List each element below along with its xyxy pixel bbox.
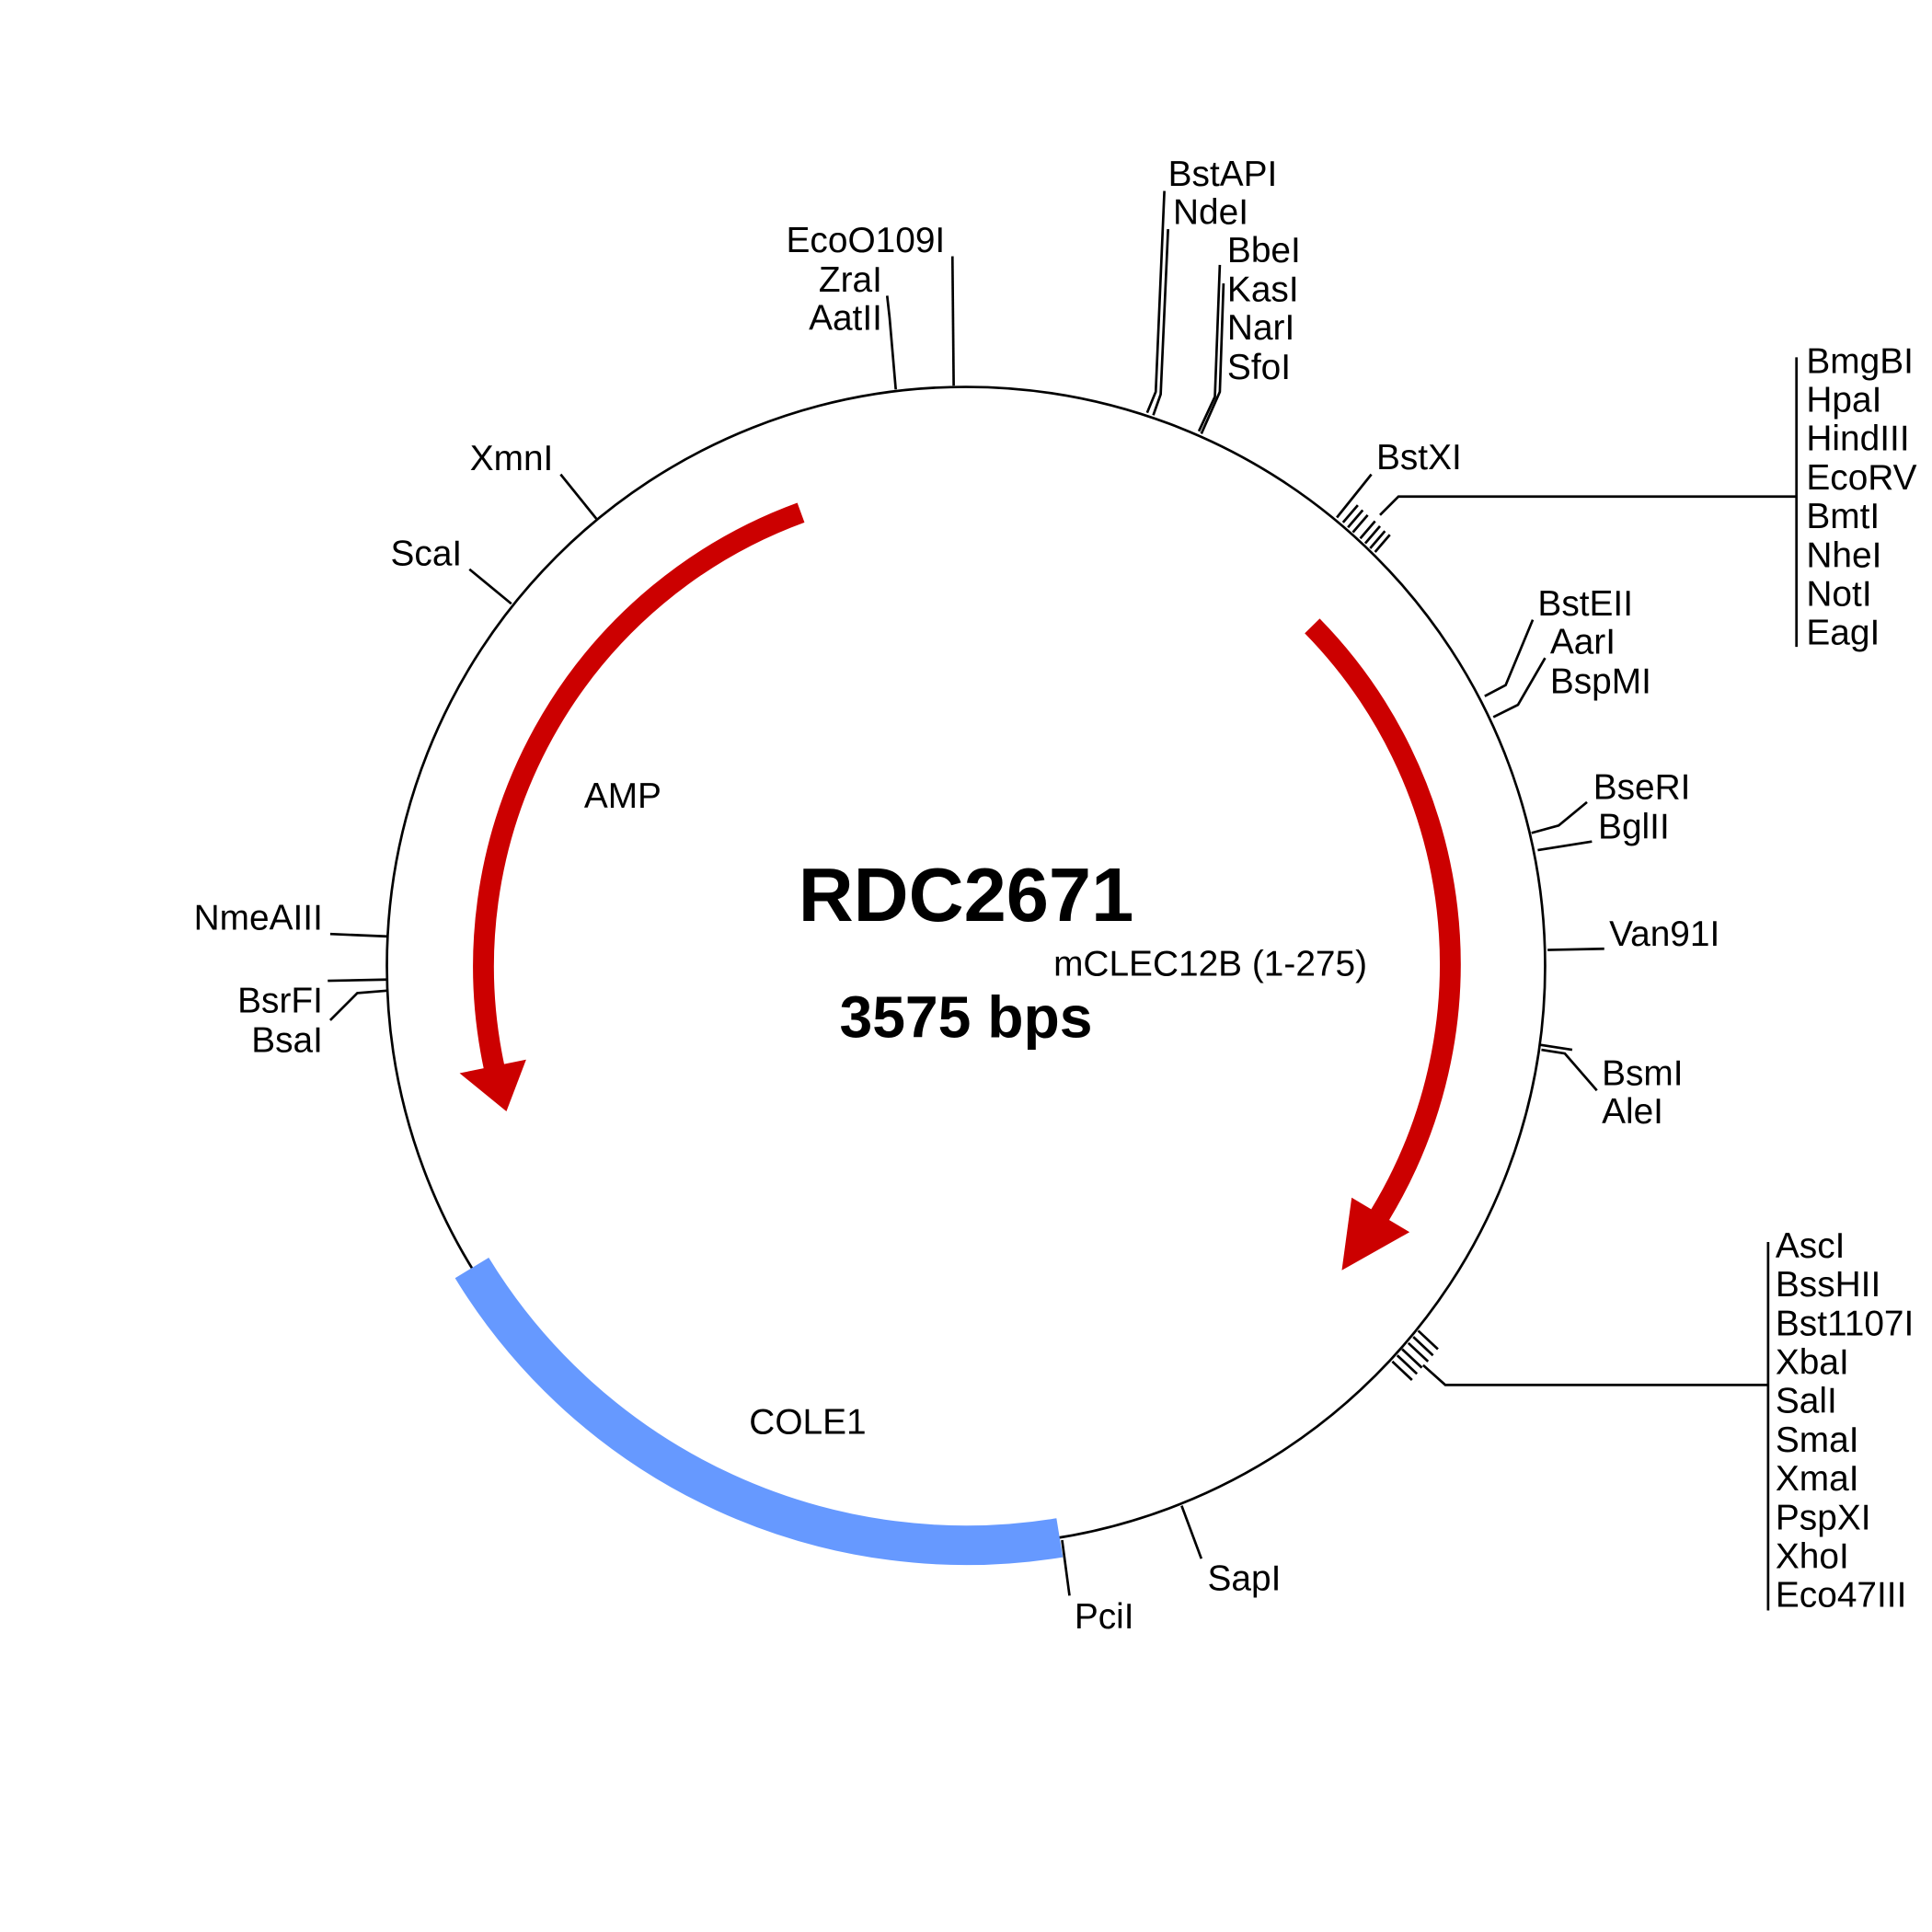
site-label-bstxi: BstXI (1376, 438, 1462, 477)
feature-mclec12b-arrow[interactable] (1305, 618, 1461, 1271)
feature-label-amp: AMP (584, 776, 661, 816)
site-label-bmti: BmtI (1806, 497, 1880, 536)
feature-label-mclec12b: mCLEC12B (1-275) (1053, 944, 1367, 983)
site-label-xmai: XmaI (1776, 1459, 1859, 1499)
site-label-sali: SalI (1776, 1382, 1837, 1421)
site-label-bstapi: BstAPI (1168, 155, 1278, 194)
site-label-smai: SmaI (1776, 1420, 1859, 1460)
site-label-bsrfi: BsrFI (237, 981, 323, 1020)
site-label-bbei: BbeI (1227, 231, 1301, 270)
site-label-xmni: XmnI (470, 439, 554, 478)
site-label-bglii: BglII (1598, 808, 1670, 847)
site-label-xhoi: XhoI (1776, 1536, 1849, 1576)
site-label-bst1107i: Bst1107I (1776, 1304, 1914, 1343)
site-label-aari: AarI (1550, 623, 1616, 662)
site-label-pcii: PciI (1075, 1597, 1134, 1637)
site-label-bsteii: BstEII (1537, 584, 1633, 624)
site-label-sfoi: SfoI (1227, 348, 1291, 387)
site-label-ndei: NdeI (1173, 192, 1248, 232)
site-label-hpai: HpaI (1806, 381, 1881, 420)
site-labels: EcoO109IZraIAatIIBstAPINdeIBbeIKasINarIS… (194, 155, 1917, 1637)
site-label-alei: AleI (1602, 1092, 1663, 1132)
site-label-nmeaiii: NmeAIII (194, 899, 323, 938)
site-label-scai: ScaI (391, 534, 463, 573)
site-label-bspmi: BspMI (1550, 662, 1651, 702)
site-label-noti: NotI (1806, 574, 1871, 614)
site-label-ecoo109i: EcoO109I (787, 221, 946, 260)
site-label-kasi: KasI (1227, 270, 1299, 310)
site-label-xbai: XbaI (1776, 1343, 1849, 1383)
site-label-nari: NarI (1227, 308, 1294, 348)
feature-amp-arrow[interactable] (459, 502, 805, 1112)
site-label-zrai: ZraI (819, 260, 882, 300)
site-label-ecorv: EcoRV (1806, 458, 1916, 498)
site-label-pspxi: PspXI (1776, 1498, 1871, 1537)
site-leader-lines (328, 190, 1799, 1611)
site-label-nhei: NheI (1806, 535, 1881, 575)
site-label-eagi: EagI (1806, 614, 1880, 653)
feature-label-cole1: COLE1 (749, 1402, 866, 1442)
site-label-bsshii: BssHII (1776, 1265, 1880, 1305)
site-label-asci: AscI (1776, 1226, 1846, 1266)
plasmid-name: RDC2671 (799, 852, 1134, 937)
site-label-bseri: BseRI (1593, 768, 1691, 808)
site-label-hindiii: HindIII (1806, 420, 1909, 459)
site-label-bsmi: BsmI (1602, 1053, 1683, 1093)
site-label-eco47iii: Eco47III (1776, 1576, 1906, 1616)
site-label-bmgbi: BmgBI (1806, 341, 1914, 381)
site-label-aatii: AatII (809, 298, 882, 338)
feature-cole1-arc[interactable] (454, 1257, 1064, 1566)
site-label-van91i: Van91I (1609, 914, 1719, 954)
site-label-bsai: BsaI (251, 1020, 323, 1060)
site-label-sapi: SapI (1208, 1559, 1282, 1599)
plasmid-length: 3575 bps (839, 983, 1092, 1050)
